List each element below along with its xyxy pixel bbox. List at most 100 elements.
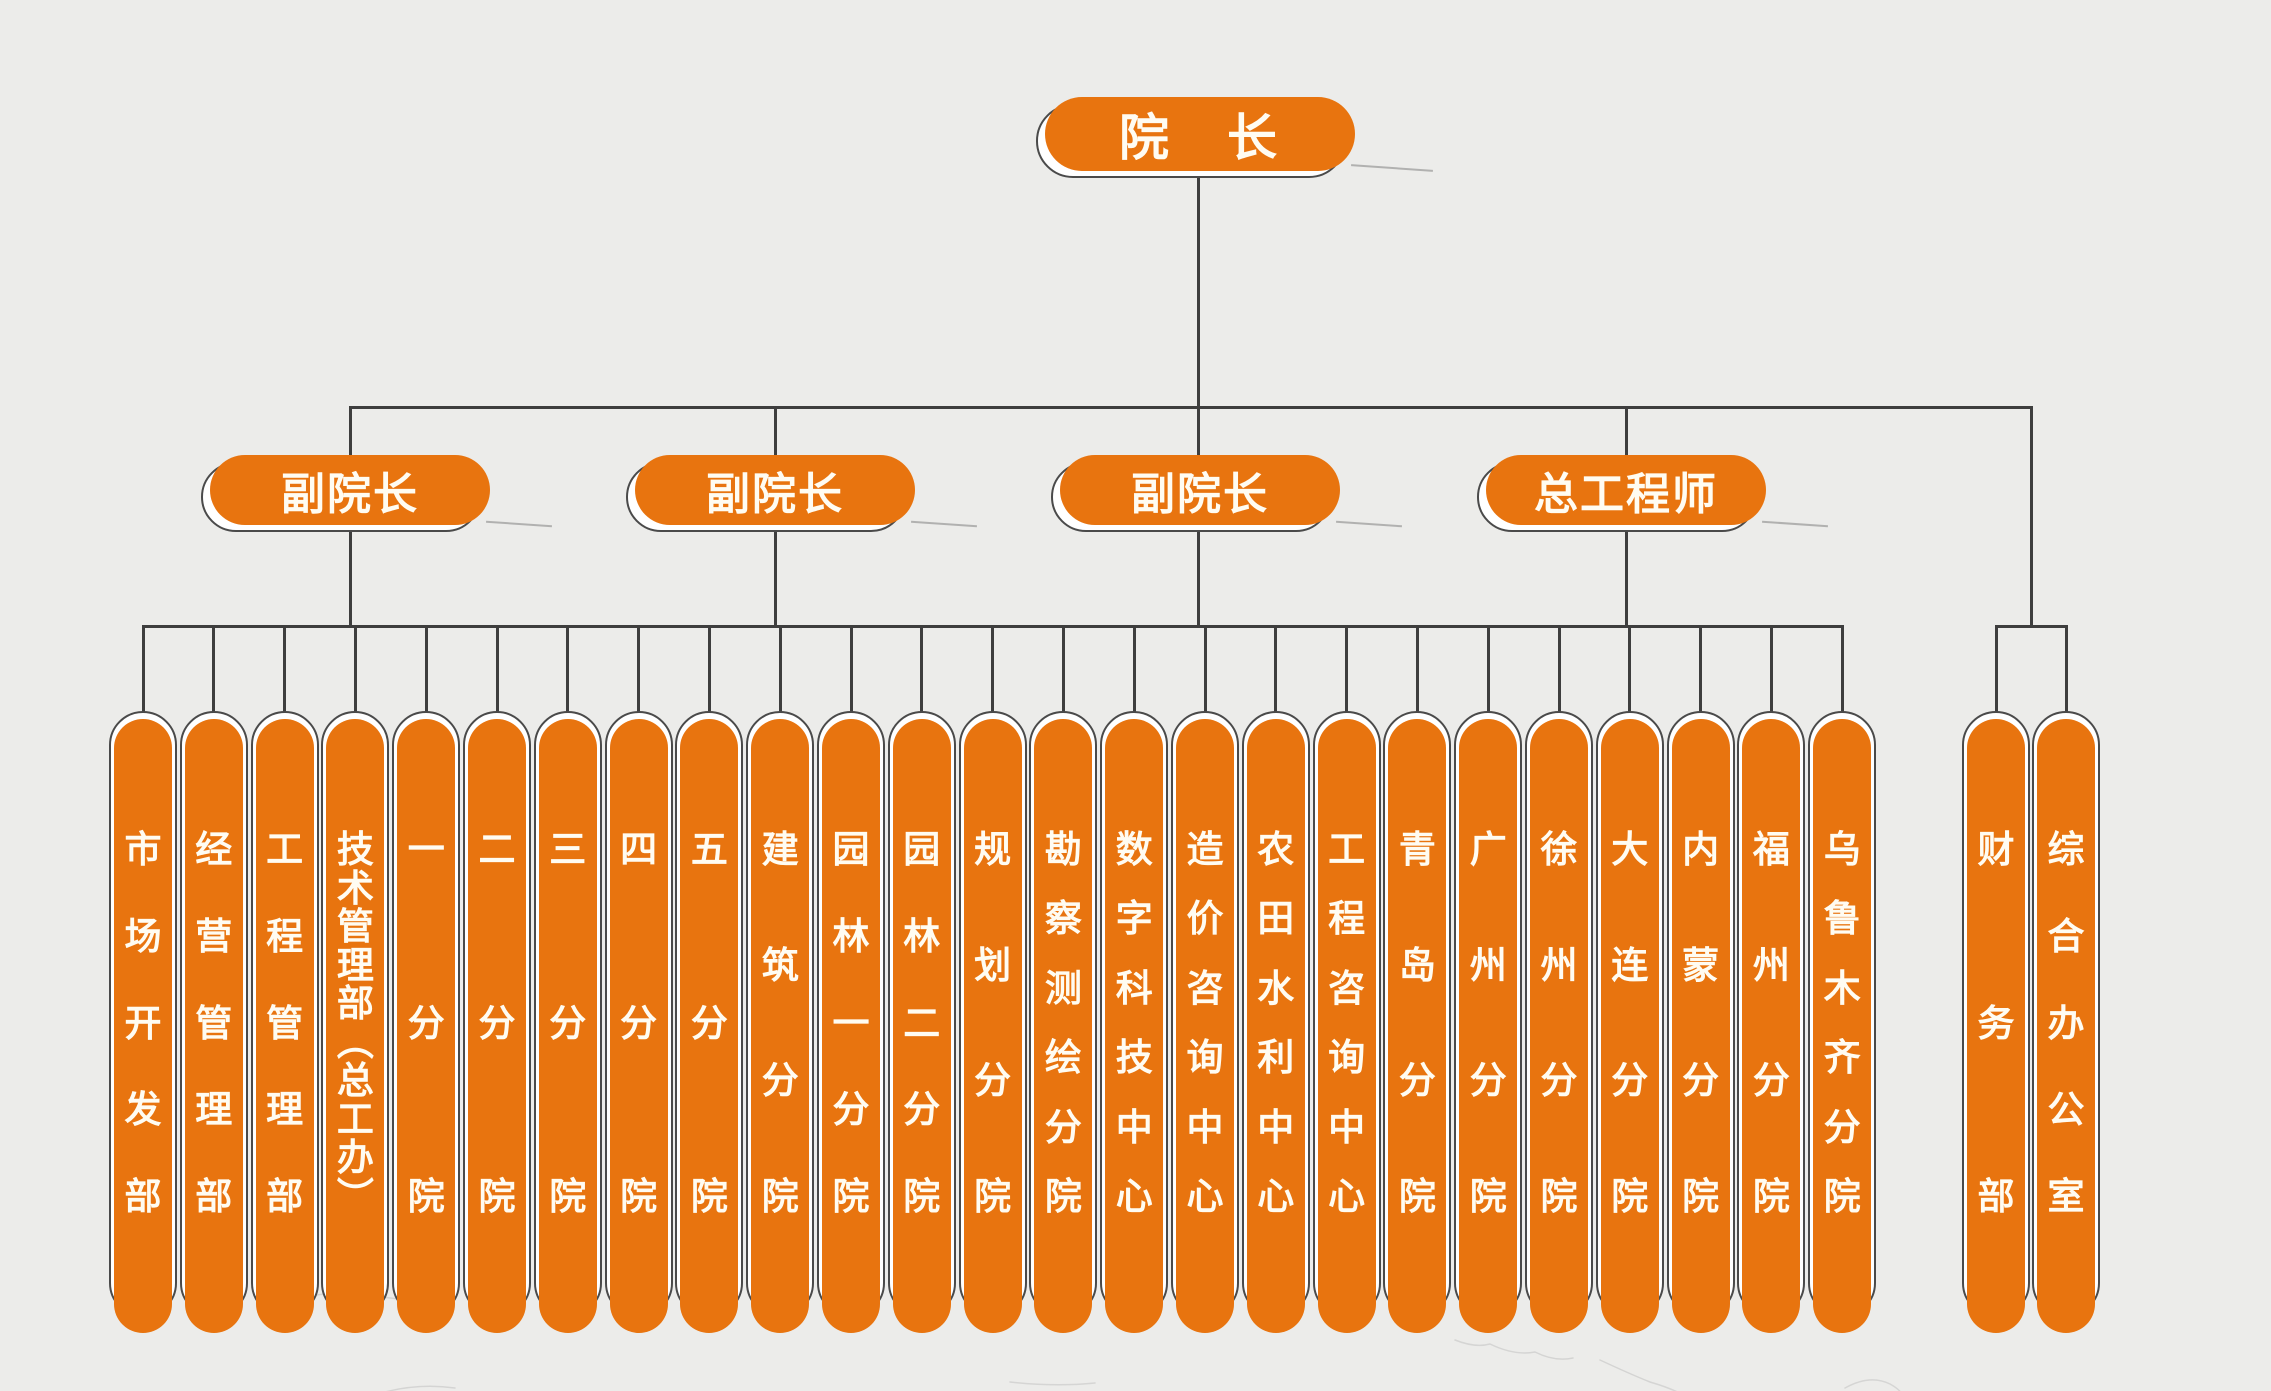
pill-face: 勘察测绘分院: [1034, 719, 1093, 1333]
connector-line-v: [991, 625, 995, 725]
pill-face: 总工程师: [1486, 455, 1766, 525]
pill-face: 造价咨询中心: [1176, 719, 1234, 1333]
org-unit-label: 内蒙分院: [1682, 829, 1720, 1217]
org-node-chief-engineer: 总工程师: [1477, 455, 1828, 532]
org-unit-label: 工程管理部: [266, 829, 304, 1217]
pill-face: 福州分院: [1742, 719, 1801, 1333]
connector-line-v: [2029, 405, 2033, 628]
pill-face: 广州分院: [1459, 719, 1518, 1333]
pill-face: 园林二分院: [892, 719, 951, 1333]
connector-line-v: [1628, 625, 1632, 725]
org-unit-pill-dept-5: 一分院: [392, 711, 461, 1333]
connector-line-v: [1994, 625, 1998, 725]
org-unit-label: 乌鲁木齐分院: [1823, 829, 1861, 1217]
connector-line-v: [566, 625, 570, 725]
connector-line-v: [1203, 625, 1207, 725]
pill-face: 乌鲁木齐分院: [1813, 719, 1872, 1333]
connector-line-v: [849, 625, 853, 725]
org-unit-label: 广州分院: [1469, 829, 1507, 1217]
org-node-label: 副院长: [281, 470, 419, 519]
pill-face: 建筑分院: [751, 719, 810, 1333]
org-unit-pill-dept-13: 规划分院: [958, 711, 1027, 1333]
org-unit-pill-dept-4: 技术管理部︵总工办︶: [321, 711, 390, 1333]
org-unit-pill-dept-22: 大连分院: [1595, 711, 1664, 1333]
org-unit-label: 数字科技中心: [1115, 829, 1153, 1217]
pill-face: 规划分院: [963, 719, 1022, 1333]
org-unit-label: 勘察测绘分院: [1044, 829, 1082, 1217]
pill-face: 市场开发部: [114, 719, 172, 1333]
org-node-vice-president-1: 副院长: [201, 455, 552, 532]
pill-face: 副院长: [210, 455, 490, 525]
connector-line-v: [1197, 168, 1200, 628]
org-node-label: 副院长: [1131, 470, 1269, 519]
org-unit-label: 农田水利中心: [1257, 829, 1295, 1217]
org-node-vice-president-2: 副院长: [626, 455, 977, 532]
org-unit-label: 大连分院: [1611, 829, 1649, 1217]
org-unit-pill-dept-14: 勘察测绘分院: [1029, 711, 1098, 1333]
pill-face: 副院长: [1060, 455, 1340, 525]
org-node-label: 院 长: [1119, 110, 1281, 166]
connector-line-v: [707, 625, 711, 725]
org-unit-pill-dept-24: 福州分院: [1737, 711, 1806, 1333]
pill-face: 技术管理部︵总工办︶: [326, 719, 385, 1333]
org-unit-label: 工程咨询中心: [1328, 829, 1366, 1217]
org-unit-label: 园林一分院: [832, 829, 870, 1217]
org-node-president: 院 长: [1036, 97, 1433, 178]
connector-line-v: [920, 625, 924, 725]
org-unit-label: 园林二分院: [903, 829, 941, 1217]
org-unit-label: 福州分院: [1752, 829, 1790, 1217]
connector-line-h: [348, 405, 2031, 409]
connector-line-v: [1699, 625, 1703, 725]
connector-line-v: [637, 625, 641, 725]
pill-face: 一分院: [397, 719, 456, 1333]
pill-face: 数字科技中心: [1105, 719, 1164, 1333]
pill-face: 内蒙分院: [1671, 719, 1730, 1333]
org-unit-pill-dept-10: 建筑分院: [746, 711, 815, 1333]
org-unit-pill-dept-25: 乌鲁木齐分院: [1808, 711, 1877, 1333]
pill-face: 三分院: [538, 719, 597, 1333]
org-unit-pill-dept-3: 工程管理部: [250, 711, 319, 1333]
pill-face: 徐州分院: [1530, 719, 1588, 1333]
org-unit-label: 技术管理部︵总工办︶: [336, 829, 374, 1217]
connector-line-v: [212, 625, 216, 725]
pill-face: 青岛分院: [1388, 719, 1447, 1333]
org-unit-label: 市场开发部: [124, 829, 162, 1217]
org-unit-label: 规划分院: [974, 829, 1012, 1217]
org-unit-pill-dept-21: 徐州分院: [1525, 711, 1593, 1333]
org-unit-pill-dept-11: 园林一分院: [817, 711, 885, 1333]
pill-face: 园林一分院: [822, 719, 880, 1333]
org-node-vice-president-3: 副院长: [1051, 455, 1402, 532]
org-unit-pill-direct-2: 综合办公室: [2032, 711, 2100, 1333]
org-unit-label: 建筑分院: [761, 829, 799, 1217]
org-unit-pill-dept-16: 造价咨询中心: [1171, 711, 1239, 1333]
org-unit-label: 青岛分院: [1398, 829, 1436, 1217]
pill-face: 综合办公室: [2037, 719, 2095, 1333]
connector-line-v: [1345, 625, 1349, 725]
org-node-label: 总工程师: [1534, 470, 1718, 519]
pill-face: 副院长: [635, 455, 915, 525]
pill-face: 工程管理部: [255, 719, 314, 1333]
org-unit-label: 一分院: [407, 829, 445, 1217]
connector-line-v: [283, 625, 287, 725]
connector-line-v: [778, 625, 782, 725]
org-unit-pill-dept-17: 农田水利中心: [1241, 711, 1310, 1333]
org-unit-label: 徐州分院: [1540, 829, 1578, 1217]
org-unit-pill-dept-23: 内蒙分院: [1666, 711, 1735, 1333]
org-unit-pill-dept-19: 青岛分院: [1383, 711, 1452, 1333]
connector-line-v: [1557, 625, 1561, 725]
org-unit-pill-dept-7: 三分院: [533, 711, 602, 1333]
org-node-label: 副院长: [706, 470, 844, 519]
pill-face: 大连分院: [1600, 719, 1659, 1333]
org-unit-pill-dept-20: 广州分院: [1454, 711, 1523, 1333]
org-unit-pill-dept-2: 经营管理部: [179, 711, 248, 1333]
org-unit-pill-direct-1: 财务部: [1962, 711, 2030, 1333]
org-unit-pill-dept-1: 市场开发部: [109, 711, 177, 1333]
org-unit-label: 五分院: [690, 829, 728, 1217]
connector-line-v: [1840, 625, 1844, 725]
connector-line-v: [495, 625, 499, 725]
pill-face: 农田水利中心: [1246, 719, 1305, 1333]
pill-face: 财务部: [1967, 719, 2025, 1333]
connector-line-v: [424, 625, 428, 725]
